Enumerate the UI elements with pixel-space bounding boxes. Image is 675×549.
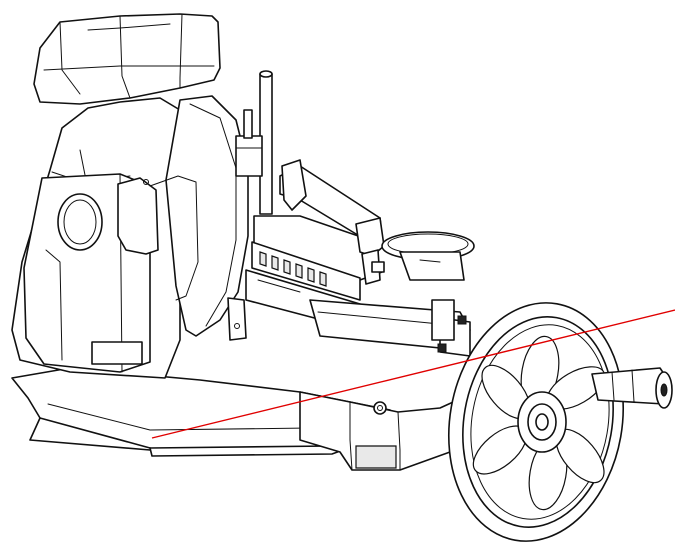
motor-cap <box>57 193 103 251</box>
blade-bracket <box>227 297 247 341</box>
cast-base <box>299 391 463 471</box>
blade <box>143 95 249 341</box>
base-bolt-icon <box>373 401 387 415</box>
carriage-knob <box>361 249 381 285</box>
main-body <box>11 97 181 379</box>
slide-rail <box>309 299 471 357</box>
blade-guard <box>33 13 221 105</box>
rail-bolt-icon <box>457 315 467 325</box>
rear-posts <box>235 70 273 215</box>
nameplate <box>91 341 143 365</box>
flywheel <box>447 302 673 542</box>
red-leader-line <box>151 309 675 439</box>
flywheel-petals <box>472 335 606 511</box>
